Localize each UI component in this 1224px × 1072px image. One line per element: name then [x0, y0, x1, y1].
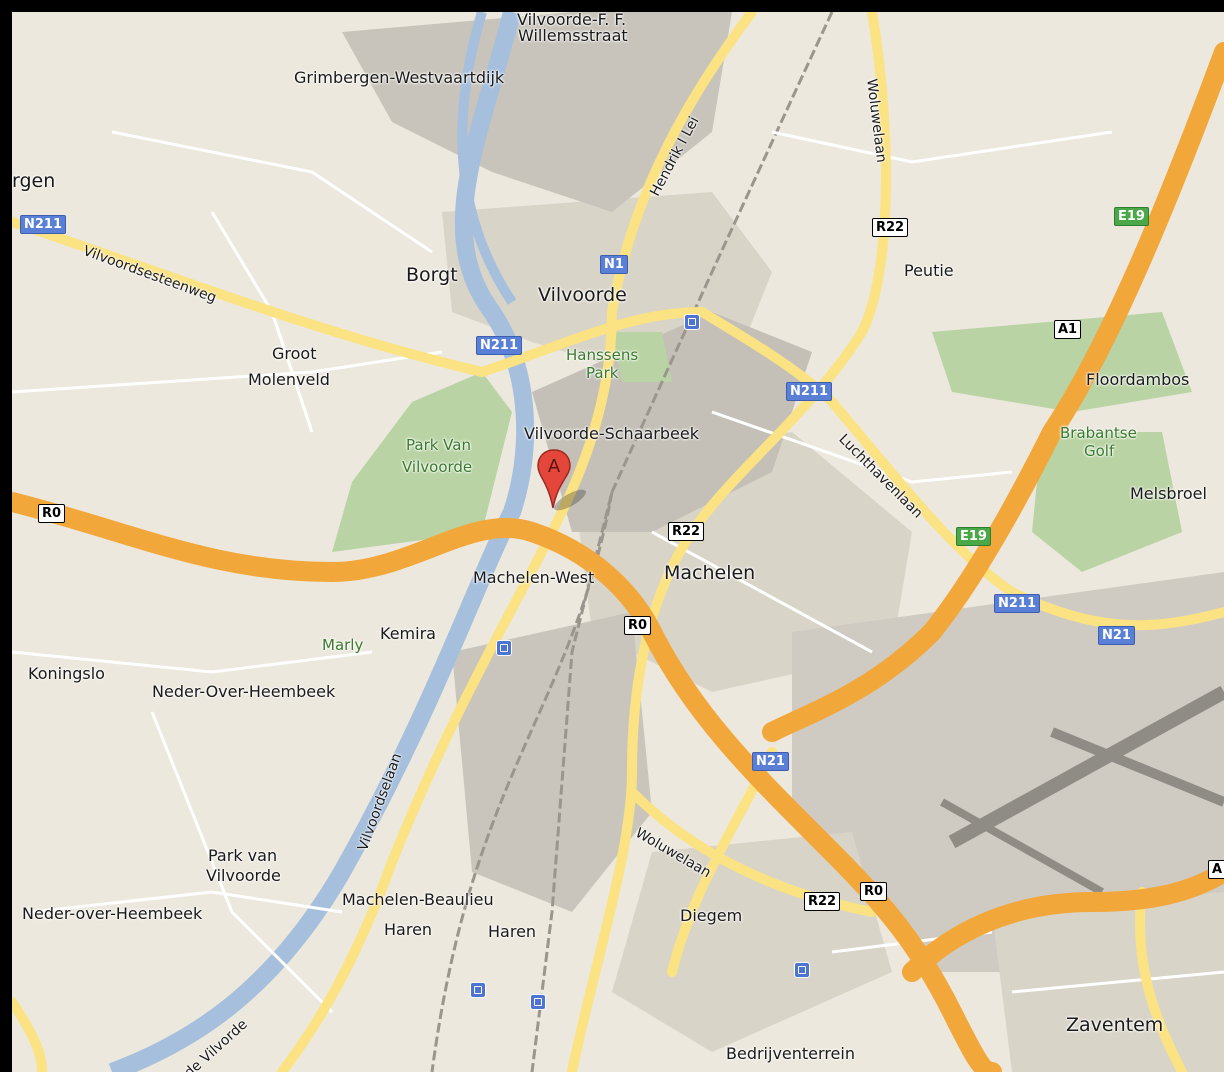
- place-label-machelen: Machelen: [664, 562, 756, 584]
- train-station-icon[interactable]: [530, 994, 546, 1010]
- place-label-gen: rgen: [12, 170, 56, 192]
- floordambos: [932, 312, 1192, 412]
- route-shield-a1: A1: [1054, 320, 1082, 339]
- place-label-koningslo: Koningslo: [28, 664, 105, 683]
- motorways: [12, 42, 1224, 1072]
- minor-roads: [12, 130, 1224, 1014]
- route-shield-e19: E19: [1114, 207, 1149, 226]
- park-label-park: Park: [586, 364, 619, 382]
- brabantse-golf: [1032, 432, 1182, 572]
- location-marker-a[interactable]: A: [536, 448, 596, 514]
- place-label-haren-2: Haren: [488, 922, 537, 941]
- place-label-borgt: Borgt: [406, 264, 458, 286]
- road-zaventem: [1135, 887, 1187, 1072]
- park-label-park-van: Park Van: [406, 436, 471, 454]
- park-label-marly: Marly: [322, 636, 364, 654]
- motorway-zaventem-link: [902, 862, 1224, 982]
- industrial-area-south: [452, 612, 652, 912]
- road-vilvoordsesteenweg: [12, 217, 707, 378]
- map-pin-icon: A: [537, 449, 586, 511]
- train-station-icon[interactable]: [470, 982, 486, 998]
- map-viewport[interactable]: Vilvoorde-F. F. Willemsstraat Grimbergen…: [12, 12, 1224, 1072]
- place-label-molenveld: Molenveld: [248, 370, 330, 389]
- route-shield-r0: R0: [38, 504, 66, 523]
- map-base-layer: [12, 12, 1224, 1072]
- train-station-icon[interactable]: [496, 640, 512, 656]
- route-shield-r0: R0: [860, 882, 888, 901]
- road-n211: [697, 307, 1224, 631]
- route-shield-n1: N1: [600, 255, 628, 274]
- place-label-machelen-west: Machelen-West: [473, 568, 595, 587]
- motorway-r0: [12, 492, 1002, 1072]
- marker-letter: A: [548, 456, 561, 477]
- route-shield-n21: N21: [1098, 626, 1135, 645]
- route-shield-a1-edge: A: [1208, 860, 1224, 879]
- place-label-peutie: Peutie: [904, 261, 954, 280]
- route-shield-n211: N211: [20, 215, 67, 234]
- hanssens-park: [612, 332, 672, 382]
- road-vilvoorde-west: [12, 997, 47, 1072]
- airport-runway-1: [948, 685, 1224, 849]
- motorway-a1-e19: [762, 42, 1224, 742]
- place-label-melsbroek: Melsbroel: [1130, 484, 1207, 503]
- place-label-vilvoorde: Vilvoorde: [538, 284, 627, 306]
- route-shield-n21: N21: [752, 752, 789, 771]
- train-station-icon[interactable]: [684, 314, 700, 330]
- route-shield-e19: E19: [956, 527, 991, 546]
- park-label-brabantse: Brabantse: [1060, 424, 1137, 442]
- place-label-vilvoorde-2: Vilvoorde: [206, 866, 281, 885]
- place-label-grimbergen: Grimbergen-Westvaartdijk: [294, 68, 505, 87]
- place-label-neder-over-heembeek-2: Neder-over-Heembeek: [22, 904, 203, 923]
- park-label-hanssens: Hanssens: [566, 346, 639, 364]
- place-label-floordambos: Floordambos: [1086, 370, 1190, 389]
- place-label-willemsstraat: Willemsstraat: [518, 26, 628, 45]
- place-label-diegem: Diegem: [680, 906, 743, 925]
- park-label-golf: Golf: [1084, 442, 1115, 460]
- route-shield-n211: N211: [476, 336, 523, 355]
- route-shield-r22: R22: [668, 522, 705, 541]
- railway-branch: [430, 491, 614, 1072]
- airport-runway-3: [940, 798, 1104, 896]
- place-label-bedrijventerrein: Bedrijventerrein: [726, 1044, 855, 1063]
- airport-runway-2: [1050, 727, 1224, 807]
- route-shield-n211: N211: [994, 594, 1041, 613]
- place-label-haren-1: Haren: [384, 920, 433, 939]
- route-shield-r0: R0: [624, 616, 652, 635]
- place-label-vilvoorde-schaarbeek: Vilvoorde-Schaarbeek: [524, 424, 699, 443]
- place-label-neder-over-heembeek: Neder-Over-Heembeek: [152, 682, 336, 701]
- place-label-vilvoorde-top: Vilvoorde-F. F.: [517, 12, 627, 29]
- canal-branch: [457, 12, 517, 305]
- place-label-groot: Groot: [272, 344, 317, 363]
- urban-area-diegem: [612, 832, 892, 1052]
- park-van-vilvoorde: [332, 372, 512, 552]
- train-station-icon[interactable]: [794, 962, 810, 978]
- industrial-area-north: [342, 12, 732, 212]
- route-shield-r22: R22: [872, 218, 909, 237]
- route-shield-r22: R22: [804, 892, 841, 911]
- place-label-kemira: Kemira: [380, 624, 436, 643]
- place-label-park-van-2: Park van: [208, 846, 278, 865]
- place-label-zaventem: Zaventem: [1066, 1014, 1164, 1036]
- place-label-machelen-beaulieu: Machelen-Beaulieu: [342, 890, 494, 909]
- route-shield-n211: N211: [786, 382, 833, 401]
- park-label-vilvoorde: Vilvoorde: [402, 458, 473, 476]
